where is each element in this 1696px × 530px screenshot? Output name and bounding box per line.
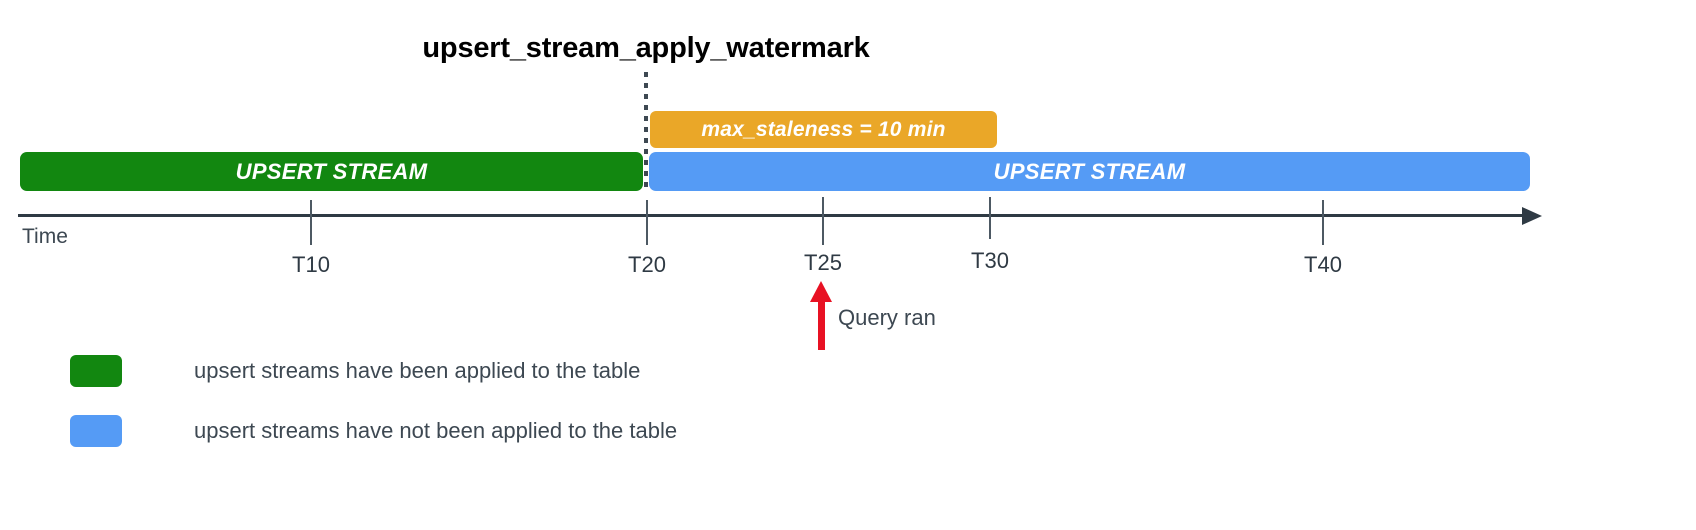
query-ran-arrow-shaft xyxy=(818,300,825,350)
legend-item: upsert streams have not been applied to … xyxy=(70,415,677,447)
axis-tick-t20 xyxy=(646,200,648,245)
axis-tick-label-t20: T20 xyxy=(628,252,666,277)
legend-swatch xyxy=(70,415,122,447)
legend-item: upsert streams have been applied to the … xyxy=(70,355,640,387)
axis-tick-t40 xyxy=(1322,200,1324,245)
time-axis-arrow-icon xyxy=(1522,207,1542,225)
upsert-stream-applied-label: UPSERT STREAM xyxy=(235,158,428,184)
time-axis-caption: Time xyxy=(22,225,68,248)
upsert-stream-applied-bar: UPSERT STREAM xyxy=(20,152,643,191)
axis-tick-t10 xyxy=(310,200,312,245)
axis-tick-label-t40: T40 xyxy=(1304,252,1342,277)
query-ran-label: Query ran xyxy=(838,305,936,330)
axis-tick-label-t30: T30 xyxy=(971,248,1009,273)
time-axis-line xyxy=(18,214,1536,217)
legend-item-label: upsert streams have not been applied to … xyxy=(194,418,678,443)
upsert-stream-not-applied-label: UPSERT STREAM xyxy=(993,158,1186,184)
legend-item-label: upsert streams have been applied to the … xyxy=(194,358,641,383)
axis-tick-label-t25: T25 xyxy=(804,250,842,275)
axis-tick-label-t10: T10 xyxy=(292,252,330,277)
query-ran-arrow-icon xyxy=(810,281,832,302)
axis-tick-t30 xyxy=(989,197,991,239)
watermark-dotted-line xyxy=(644,72,648,190)
page-title: upsert_stream_apply_watermark xyxy=(422,32,870,64)
max-staleness-bar: max_staleness = 10 min xyxy=(650,111,997,148)
legend-swatch xyxy=(70,355,122,387)
axis-tick-t25 xyxy=(822,197,824,245)
upsert-stream-not-applied-bar: UPSERT STREAM xyxy=(649,152,1530,191)
max-staleness-label: max_staleness = 10 min xyxy=(701,117,946,141)
